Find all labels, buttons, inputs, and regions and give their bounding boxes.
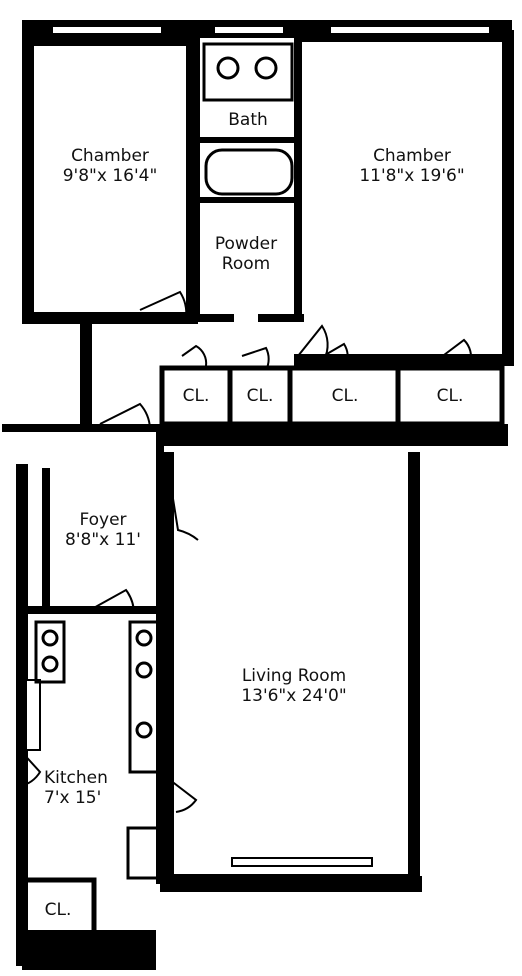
- room-dimensions: 7'x 15': [44, 788, 102, 808]
- room-name: CL.: [436, 386, 464, 406]
- windows: [25, 25, 491, 867]
- room-closet-1: CL.: [166, 386, 226, 406]
- room-chamber-right: Chamber 11'8"x 19'6": [330, 146, 494, 186]
- room-dimensions: 11'8"x 19'6": [359, 166, 465, 186]
- room-name: Kitchen: [44, 768, 108, 788]
- room-chamber-left: Chamber 9'8"x 16'4": [40, 146, 180, 186]
- room-name: CL.: [246, 386, 274, 406]
- door-swings: [19, 290, 473, 813]
- room-name: CL.: [44, 900, 72, 920]
- room-dimensions: 9'8"x 16'4": [62, 166, 158, 186]
- room-name: CL.: [182, 386, 210, 406]
- room-living-room: Living Room 13'6"x 24'0": [196, 666, 392, 706]
- room-powder-room: Powder Room: [200, 234, 292, 274]
- walls: [2, 20, 514, 970]
- room-name: CL.: [331, 386, 359, 406]
- room-dimensions: 13'6"x 24'0": [241, 686, 347, 706]
- room-closet-2: CL.: [232, 386, 288, 406]
- room-bath: Bath: [206, 110, 290, 130]
- room-closet-4: CL.: [402, 386, 498, 406]
- room-dimensions: 8'8"x 11': [65, 530, 141, 550]
- room-name: Chamber: [71, 146, 149, 166]
- room-name: Living Room: [241, 666, 347, 686]
- room-closet-3: CL.: [296, 386, 394, 406]
- room-kitchen: Kitchen 7'x 15': [44, 768, 126, 808]
- room-name-line1: Powder: [214, 234, 278, 254]
- bath-fixtures: [202, 42, 294, 196]
- room-name: Bath: [228, 110, 268, 130]
- room-name-line2: Room: [221, 254, 271, 274]
- room-kitchen-closet: CL.: [26, 900, 90, 920]
- room-name: Foyer: [79, 510, 127, 530]
- room-name: Chamber: [373, 146, 451, 166]
- chamber-right-walls: [294, 30, 514, 366]
- kitchen-fixtures: [34, 620, 160, 880]
- room-foyer: Foyer 8'8"x 11': [50, 510, 156, 550]
